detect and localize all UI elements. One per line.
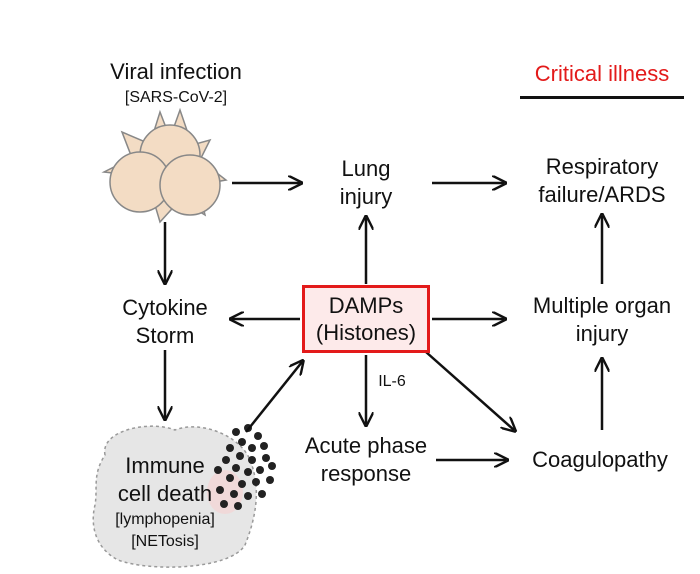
critical-illness-label: Critical illness bbox=[534, 61, 670, 86]
respiratory-failure-label-line1: Respiratory bbox=[545, 154, 659, 179]
netosis-label: [NETosis] bbox=[131, 533, 199, 550]
cytokine-storm-label-line2: Storm bbox=[135, 323, 195, 348]
viral-infection-label: Viral infection bbox=[110, 59, 242, 84]
coagulopathy-label: Coagulopathy bbox=[532, 447, 668, 472]
arrow-immune-to-damps bbox=[245, 362, 302, 433]
acute-phase-label-line1: Acute phase bbox=[304, 433, 428, 458]
multiple-organ-label-line2: injury bbox=[575, 321, 629, 346]
damps-box: DAMPs (Histones) bbox=[302, 285, 430, 353]
immune-cell-death-label-line1: Immune bbox=[125, 453, 205, 478]
pink-nucleus bbox=[207, 470, 243, 514]
damps-label-line2: (Histones) bbox=[315, 320, 417, 345]
immune-cell-shape bbox=[92, 425, 258, 568]
virus-icon bbox=[101, 107, 228, 224]
cytokine-storm-label-line1: Cytokine bbox=[122, 295, 208, 320]
immune-cell-death-label-line2: cell death bbox=[117, 481, 213, 506]
multiple-organ-label-line1: Multiple organ bbox=[532, 293, 672, 318]
arrow-damps-to-coag bbox=[425, 351, 514, 430]
lung-injury-label-line2: injury bbox=[339, 184, 393, 209]
sars-label: [SARS-CoV-2] bbox=[124, 89, 228, 106]
damps-label-line1: DAMPs bbox=[328, 293, 404, 318]
critical-illness-underline bbox=[520, 96, 684, 99]
lung-injury-label-line1: Lung bbox=[341, 156, 391, 181]
acute-phase-label-line2: response bbox=[320, 461, 412, 486]
il6-label: IL-6 bbox=[378, 373, 406, 390]
lymphopenia-label: [lymphopenia] bbox=[115, 511, 215, 528]
respiratory-failure-label-line2: failure/ARDS bbox=[538, 182, 666, 207]
